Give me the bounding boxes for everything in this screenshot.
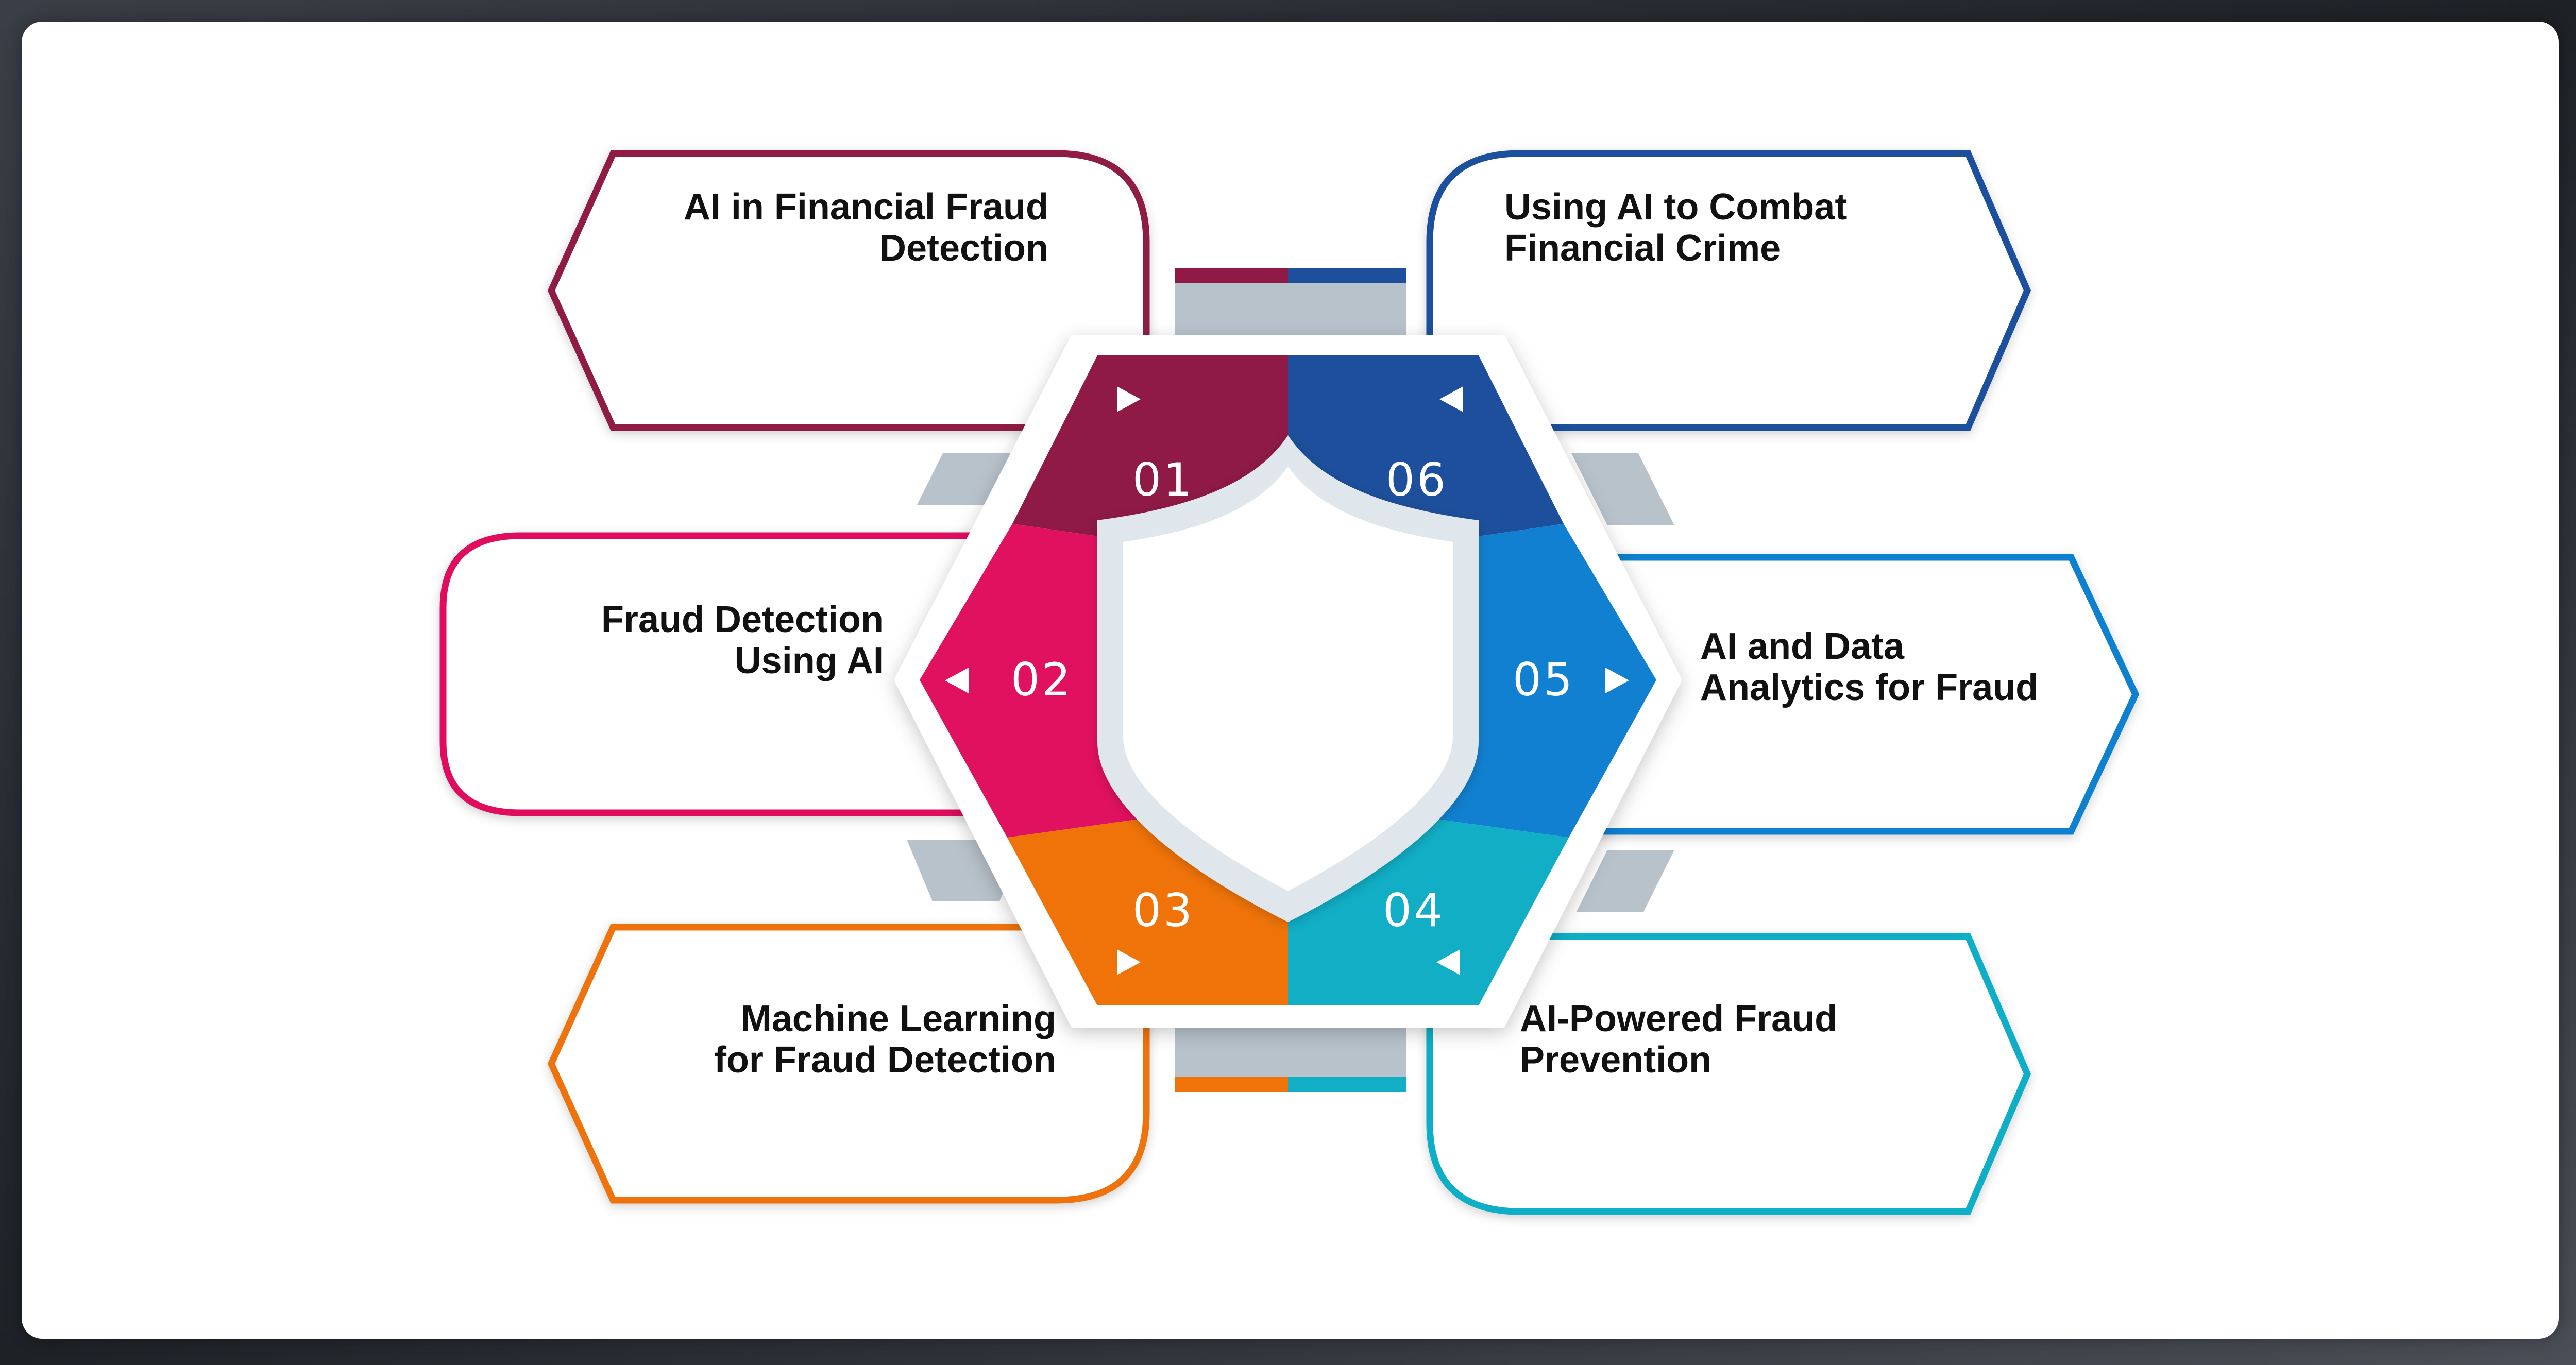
- connector-right-upper: [1571, 453, 1674, 525]
- label-01: AI in Financial Fraud Detection: [683, 186, 1048, 269]
- number-02: 02: [1011, 653, 1073, 706]
- play-right-icon: [1117, 386, 1141, 412]
- connector-bottom-gray: [1175, 1025, 1406, 1077]
- play-right-icon: [1605, 668, 1629, 693]
- box-02[interactable]: [439, 532, 982, 816]
- connector-bottom-right: [1288, 1077, 1406, 1092]
- play-left-icon: [1439, 386, 1463, 412]
- label-03: Machine Learning for Fraud Detection: [714, 998, 1056, 1081]
- connector-top-gray: [1175, 283, 1406, 335]
- number-03: 03: [1132, 884, 1194, 937]
- number-06: 06: [1386, 453, 1448, 506]
- number-05: 05: [1513, 653, 1574, 706]
- shield-inner: [1123, 466, 1453, 891]
- connector-bars: [907, 268, 1674, 1092]
- play-left-icon: [1436, 949, 1460, 975]
- number-04: 04: [1383, 884, 1445, 937]
- label-02: Fraud Detection Using AI: [601, 599, 884, 681]
- play-right-icon: [1117, 949, 1141, 975]
- connector-top-right: [1288, 268, 1406, 283]
- label-04: AI-Powered Fraud Prevention: [1520, 998, 1838, 1081]
- central-hexagon: 01 06 02 05 03 04: [894, 335, 1682, 1028]
- connector-right-lower: [1577, 850, 1674, 912]
- label-boxes: [439, 150, 2140, 1215]
- label-06: Using AI to Combat Financial Crime: [1504, 186, 1848, 269]
- label-05: AI and Data Analytics for Fraud: [1700, 626, 2039, 708]
- connector-bottom-left: [1175, 1077, 1288, 1092]
- connector-top-left: [1175, 268, 1288, 283]
- number-01: 01: [1132, 453, 1194, 506]
- play-left-icon: [945, 668, 969, 693]
